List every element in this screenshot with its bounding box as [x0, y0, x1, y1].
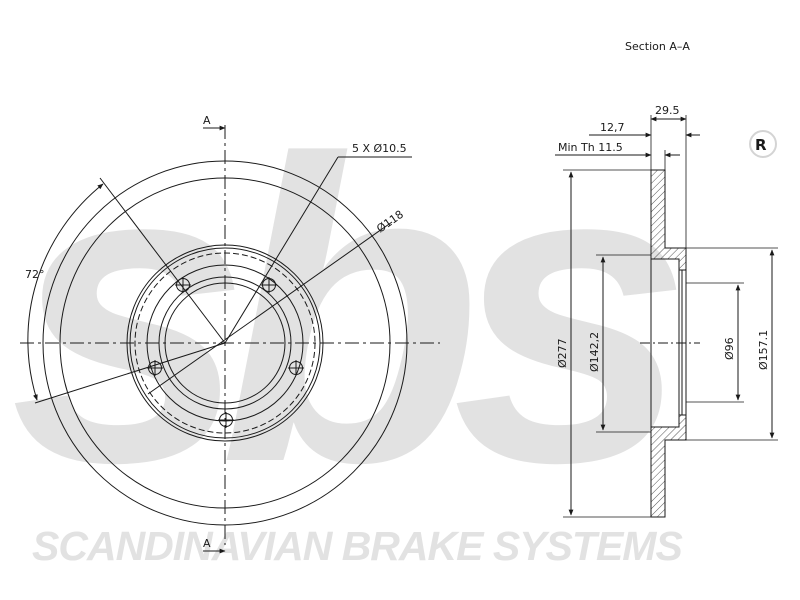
disc-section-bottom: [650, 414, 687, 518]
hat-circle-3: [146, 264, 304, 422]
registered-mark: R: [755, 136, 767, 154]
min-thickness: Min Th 11.5: [558, 141, 623, 154]
hat-circle-4: [158, 276, 292, 410]
dia-hat: Ø142,2: [588, 332, 601, 372]
disc-section-top: [650, 169, 687, 271]
section-view: [555, 115, 778, 518]
section-view-labels: Section A–A 29.5 12,7 Min Th 11.5 Ø277 Ø…: [556, 40, 770, 372]
bolt-holes-label: 5 X Ø10.5: [352, 142, 407, 155]
dia-center: Ø96: [723, 337, 736, 360]
pcd-leader-line: [147, 221, 393, 395]
bolt-leader-line: [224, 156, 339, 344]
front-view: [20, 125, 440, 554]
angle-arc: [27, 183, 104, 401]
hat-circle-2: [129, 247, 321, 439]
dim-hat-depth: 12,7: [600, 121, 625, 134]
dia-hub: Ø157.1: [757, 330, 770, 370]
section-marker-bottom: A: [203, 537, 211, 550]
center-bore-circle: [164, 282, 286, 404]
dia-outer: Ø277: [556, 338, 569, 368]
watermark-logo: sbs: [10, 72, 680, 552]
pcd-dashed-circle: [134, 252, 316, 434]
hat-outer-circle: [126, 244, 324, 442]
angle-label: 72°: [25, 268, 45, 281]
watermark-company-name: SCANDINAVIAN BRAKE SYSTEMS: [32, 523, 682, 569]
watermark: sbs SCANDINAVIAN BRAKE SYSTEMS R: [10, 72, 777, 569]
registered-mark-icon: [749, 130, 777, 158]
radial-line-left: [99, 177, 226, 344]
bolt-holes: [147, 277, 304, 428]
dim-total-height: 29.5: [655, 104, 680, 117]
section-title: Section A–A: [625, 40, 690, 53]
section-marker-top: A: [203, 114, 211, 127]
